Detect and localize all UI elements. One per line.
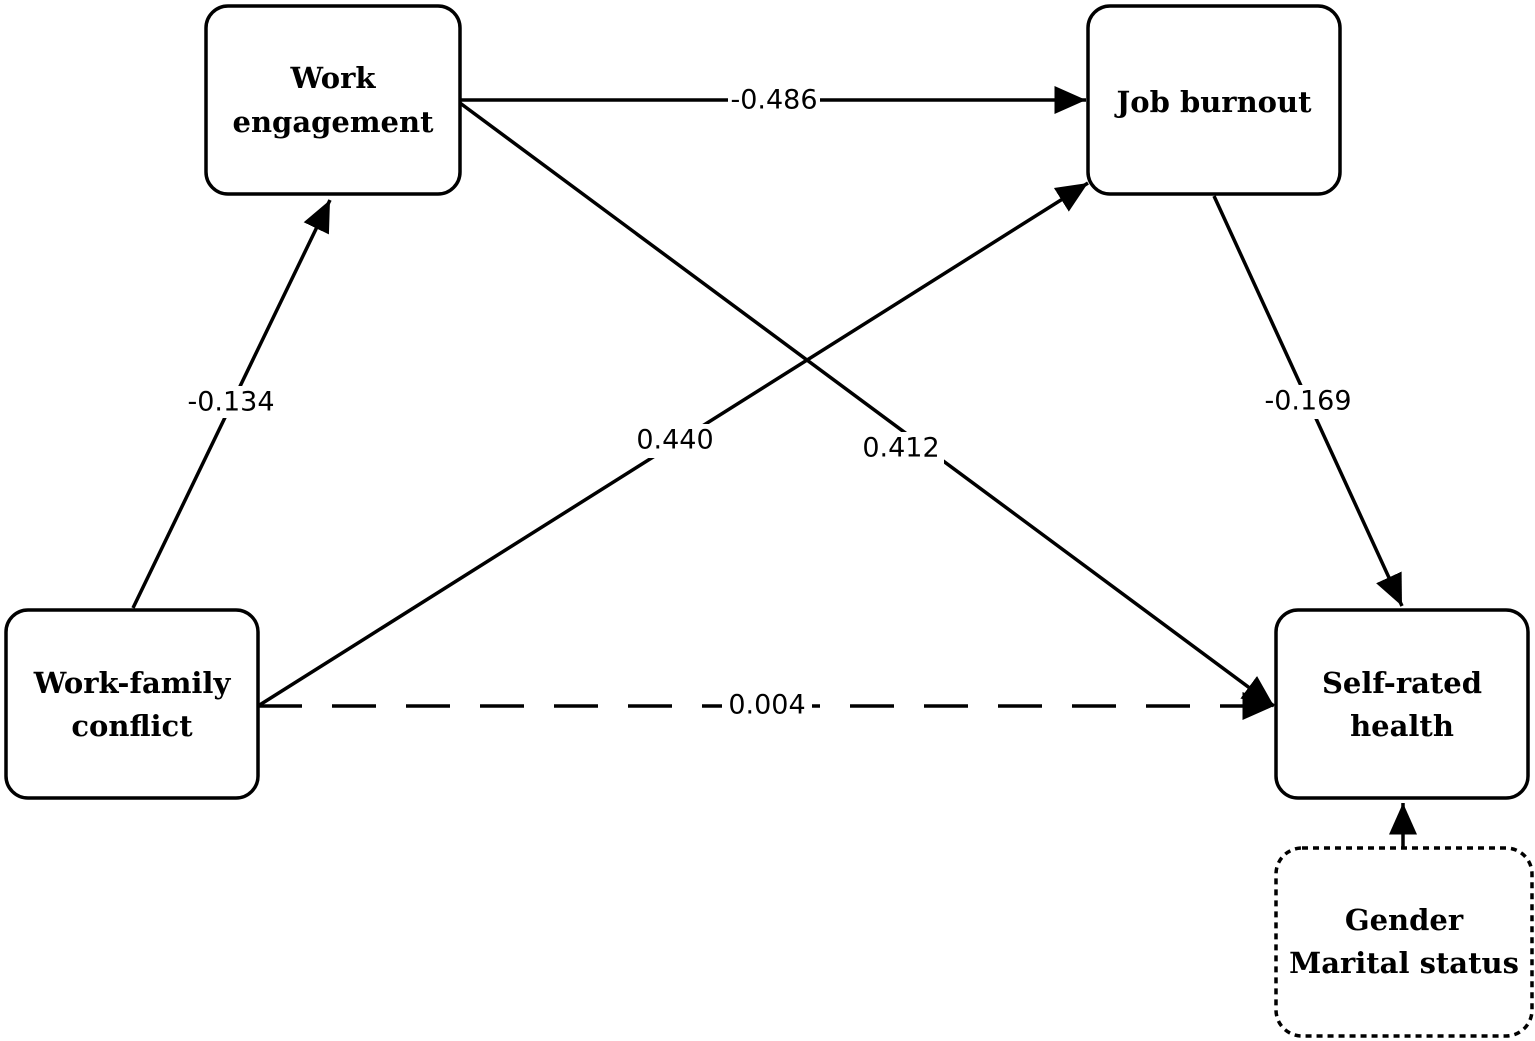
node-job-burnout: Job burnout [1086,4,1342,196]
node-work-family-conflict-line1: Work-family [33,666,232,700]
label-conflict-to-burnout: 0.440 [632,424,718,458]
node-covariates-line2: Marital status [1289,946,1519,980]
node-covariates-line1: Gender [1345,903,1464,937]
label-engagement-to-health: 0.412 [858,432,944,466]
label-burnout-to-health: -0.169 [1260,385,1356,419]
label-conflict-to-engagement: -0.134 [184,386,278,418]
edge-engagement-to-health [458,101,1276,708]
svg-text:-0.169: -0.169 [1264,386,1351,417]
node-work-engagement-line2: engagement [233,105,435,139]
node-covariates: Gender Marital status [1274,846,1534,1038]
label-conflict-to-health: 0.004 [722,689,812,723]
node-self-rated-health: Self-rated health [1274,608,1530,800]
node-work-family-conflict-line2: conflict [71,709,193,743]
svg-text:0.004: 0.004 [728,690,805,721]
svg-text:-0.486: -0.486 [730,85,817,116]
label-engagement-to-burnout: -0.486 [728,84,820,116]
node-self-rated-health-line2: health [1350,709,1454,743]
node-work-engagement: Work engagement [204,4,462,196]
node-job-burnout-line1: Job burnout [1114,85,1313,119]
node-work-engagement-line1: Work [290,61,377,95]
node-work-family-conflict: Work-family conflict [4,608,260,800]
svg-text:0.440: 0.440 [636,425,713,456]
svg-text:0.412: 0.412 [862,433,939,464]
svg-text:-0.134: -0.134 [187,387,274,418]
node-self-rated-health-line1: Self-rated [1322,666,1482,700]
